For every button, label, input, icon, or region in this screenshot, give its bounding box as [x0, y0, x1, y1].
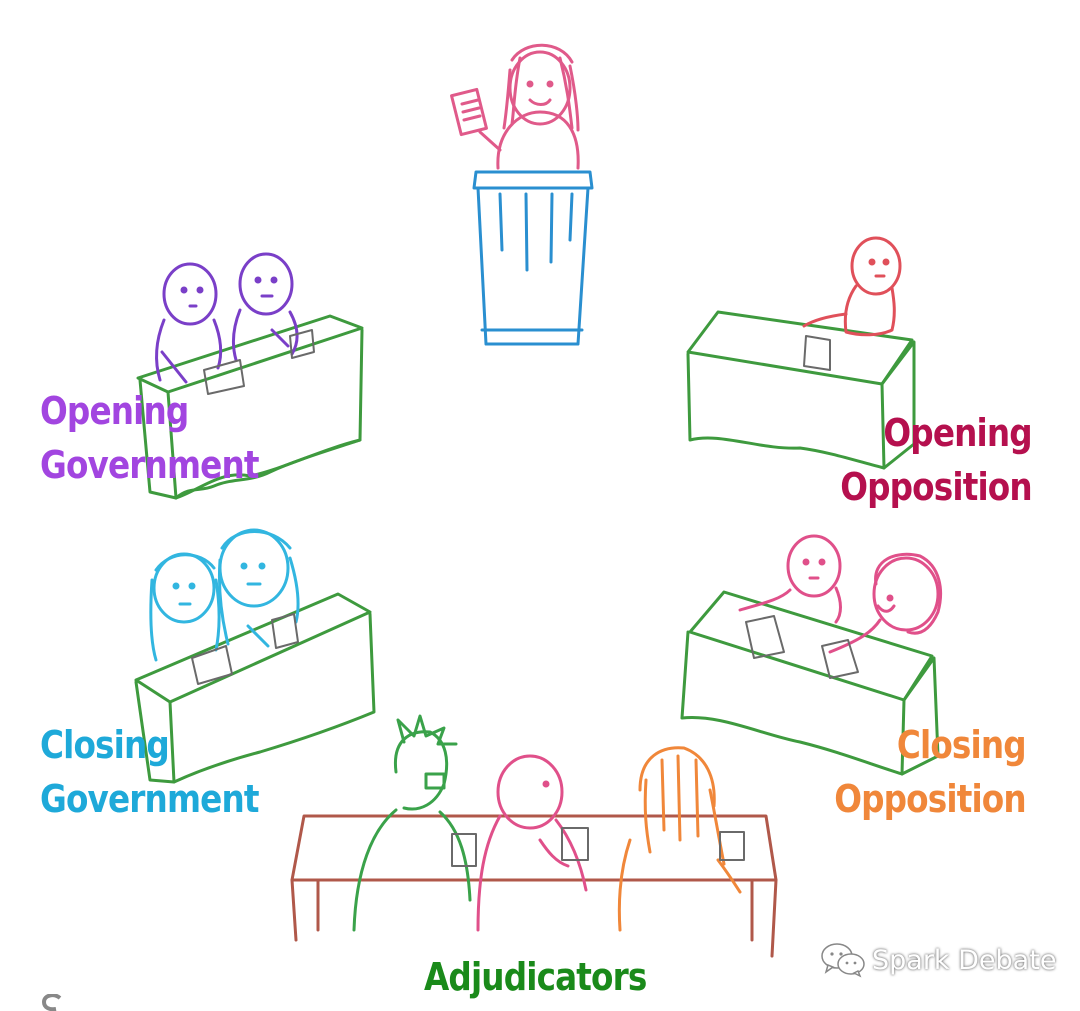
- closing-opposition-bench: [680, 534, 942, 776]
- co-debater-2: [828, 552, 942, 654]
- og-papers: [203, 329, 315, 395]
- oo-debater: [802, 236, 902, 337]
- wechat-icon: [821, 943, 865, 978]
- corner-mark: [41, 994, 62, 1011]
- co-papers: [745, 615, 859, 679]
- closing-government-label-line-2: Government: [40, 777, 259, 821]
- opening-government-label-line-1: Opening: [40, 389, 189, 433]
- closing-government-label: Closing Government: [40, 718, 259, 826]
- opening-government-label-line-2: Government: [40, 443, 259, 487]
- adjudicators-panel: [290, 714, 778, 958]
- speaker-at-podium: [450, 43, 594, 346]
- watermark: Spark Debate: [820, 942, 1056, 978]
- speaker-figure: [450, 43, 580, 170]
- adjudicators-label: Adjudicators: [424, 950, 647, 1004]
- og-debater-2: [231, 252, 299, 362]
- cg-debater-1: [149, 552, 221, 662]
- watermark-text: Spark Debate: [872, 944, 1057, 976]
- closing-government-bench: [134, 528, 376, 784]
- judge-3: [617, 746, 742, 932]
- co-debater-1: [738, 534, 842, 624]
- adjudicators-label-text: Adjudicators: [424, 955, 647, 999]
- cg-debater-2: [217, 528, 300, 648]
- opening-opposition-bench: [686, 236, 916, 470]
- oo-table: [686, 310, 916, 470]
- og-debater-1: [155, 262, 223, 384]
- oo-paper: [803, 335, 831, 371]
- opening-government-label: Opening Government: [40, 384, 259, 492]
- closing-opposition-label-line-2: Opposition: [834, 777, 1026, 821]
- judges-papers: [451, 827, 745, 867]
- closing-opposition-label: Closing Opposition: [834, 718, 1026, 826]
- judge-1: [352, 714, 472, 932]
- opening-opposition-label: Opening Opposition: [840, 406, 1032, 514]
- og-table: [136, 314, 364, 500]
- judge-2: [476, 754, 588, 932]
- closing-opposition-label-line-1: Closing: [897, 723, 1027, 767]
- opening-opposition-label-line-1: Opening: [883, 411, 1033, 455]
- opening-opposition-label-line-2: Opposition: [840, 465, 1032, 509]
- podium: [472, 170, 594, 346]
- closing-government-label-line-1: Closing: [40, 723, 170, 767]
- cg-papers: [191, 613, 299, 685]
- judges-table: [290, 814, 778, 958]
- cg-table: [134, 592, 376, 784]
- opening-government-bench: [136, 252, 364, 500]
